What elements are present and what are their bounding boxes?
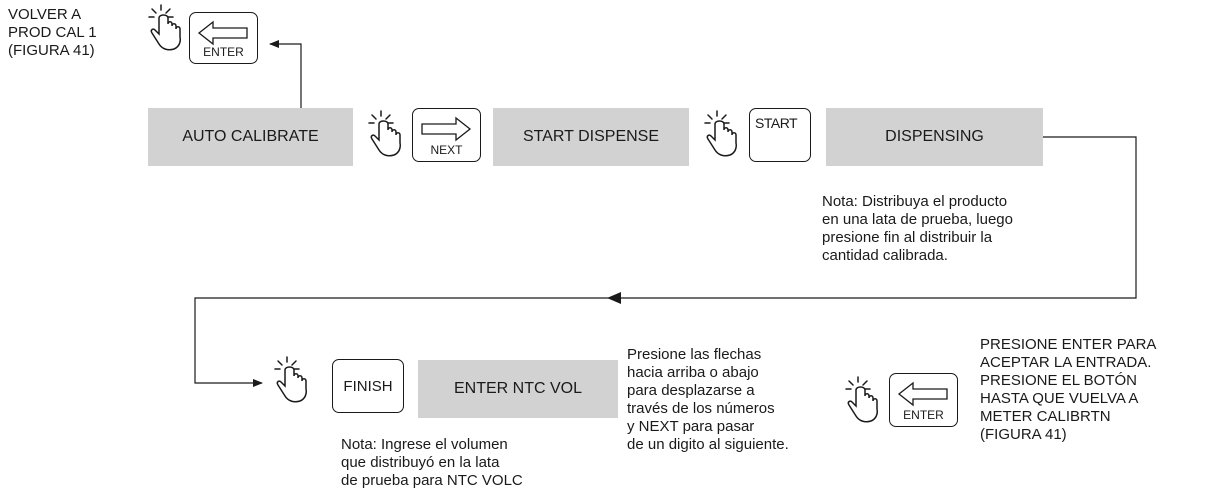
enter-instruction: PRESIONE ENTER PARA ACEPTAR LA ENTRADA. …: [980, 336, 1157, 443]
dispense-note: Nota: Distribuya el producto en una lata…: [822, 193, 1013, 264]
return-note: VOLVER A PROD CAL 1 (FIGURA 41): [8, 6, 97, 59]
enter-key-top[interactable]: ENTER: [189, 12, 258, 64]
finish-key-label: FINISH: [343, 377, 393, 395]
volume-note: Nota: Ingrese el volumen que distribuyó …: [341, 436, 523, 489]
start-key-label: START: [755, 115, 798, 131]
screen-start-dispense: START DISPENSE: [493, 108, 689, 166]
screen-label: ENTER NTC VOL: [453, 380, 582, 397]
enter-key-label: ENTER: [203, 45, 244, 59]
next-key[interactable]: NEXT: [412, 108, 481, 162]
pressing-hand-icon: [841, 376, 881, 433]
start-key[interactable]: START: [749, 108, 811, 162]
finish-key[interactable]: FINISH: [332, 359, 404, 413]
return-arrow-line: [269, 40, 302, 108]
enter-key-bottom[interactable]: ENTER: [889, 373, 958, 427]
dispensing-exit-line: [194, 136, 1137, 387]
mid-arrowhead: [607, 292, 621, 304]
screen-dispensing: DISPENSING: [826, 108, 1043, 166]
screen-label: DISPENSING: [885, 128, 984, 145]
left-arrow-icon: [197, 20, 248, 46]
right-arrow-icon: [421, 116, 472, 142]
screen-auto-calibrate: AUTO CALIBRATE: [148, 108, 353, 166]
pressing-hand-icon: [364, 110, 404, 167]
pressing-hand-icon: [700, 110, 740, 167]
screen-enter-ntc-vol: ENTER NTC VOL: [418, 360, 618, 418]
left-arrow-icon: [897, 381, 948, 407]
enter-key-label: ENTER: [903, 408, 944, 422]
pressing-hand-icon: [144, 4, 184, 61]
screen-label: AUTO CALIBRATE: [182, 128, 319, 145]
arrows-note: Presione las flechas hacia arriba o abaj…: [627, 346, 789, 453]
next-key-label: NEXT: [430, 143, 463, 157]
pressing-hand-icon: [270, 356, 310, 413]
screen-label: START DISPENSE: [522, 128, 660, 145]
